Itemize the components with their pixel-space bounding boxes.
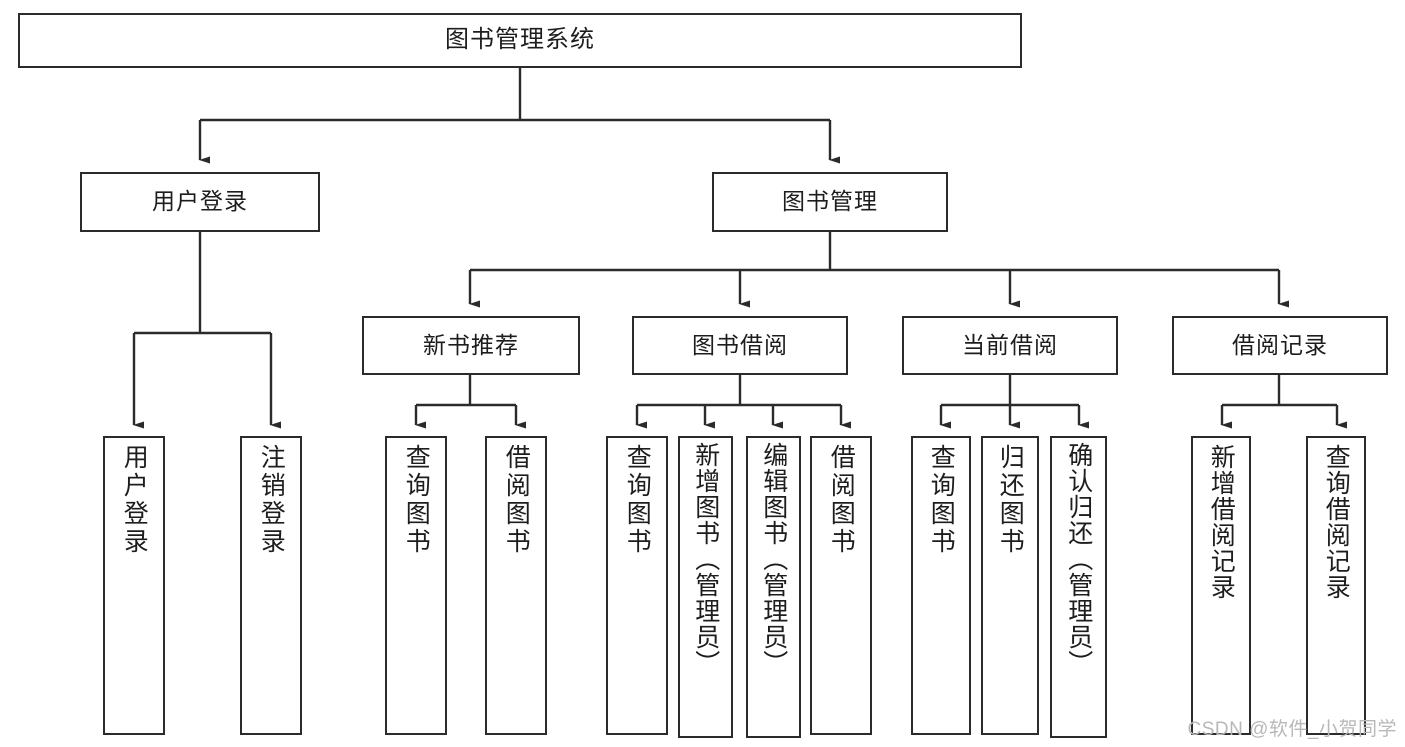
leaf-new-book-query[interactable]: 查询图书 — [385, 436, 447, 735]
leaf-record-add[interactable]: 新增借阅记录 — [1191, 436, 1251, 735]
leaf-label: 确认归还（管理员） — [1064, 442, 1093, 676]
leaf-current-return-book[interactable]: 归还图书 — [981, 436, 1039, 735]
leaf-label: 编辑图书（管理员） — [759, 442, 788, 676]
node-book-borrow[interactable]: 图书借阅 — [632, 316, 848, 375]
node-root-system[interactable]: 图书管理系统 — [18, 13, 1022, 68]
leaf-borrow-query[interactable]: 查询图书 — [606, 436, 668, 735]
node-book-management[interactable]: 图书管理 — [712, 172, 948, 232]
leaf-label: 借阅图书 — [827, 444, 856, 556]
leaf-user-login-login[interactable]: 用户登录 — [103, 436, 165, 735]
leaf-record-query[interactable]: 查询借阅记录 — [1306, 436, 1366, 735]
leaf-new-book-borrow[interactable]: 借阅图书 — [485, 436, 547, 735]
node-new-book-recommend[interactable]: 新书推荐 — [362, 316, 580, 375]
leaf-borrow-borrow-book[interactable]: 借阅图书 — [810, 436, 872, 735]
leaf-current-confirm-return-admin[interactable]: 确认归还（管理员） — [1050, 436, 1107, 738]
node-current-borrow[interactable]: 当前借阅 — [902, 316, 1118, 375]
leaf-borrow-add-book-admin[interactable]: 新增图书（管理员） — [678, 436, 733, 738]
leaf-label: 查询图书 — [402, 444, 431, 556]
leaf-label: 新增图书（管理员） — [691, 442, 720, 676]
leaf-label: 注销登录 — [257, 444, 286, 556]
leaf-borrow-edit-book-admin[interactable]: 编辑图书（管理员） — [746, 436, 801, 738]
leaf-label: 新增借阅记录 — [1207, 444, 1236, 600]
node-borrow-record[interactable]: 借阅记录 — [1172, 316, 1388, 375]
leaf-label: 查询借阅记录 — [1322, 444, 1351, 600]
node-user-login[interactable]: 用户登录 — [80, 172, 320, 232]
csdn-watermark: CSDN @软件_小贺同学 — [1187, 719, 1397, 740]
leaf-user-login-logout[interactable]: 注销登录 — [240, 436, 302, 735]
leaf-label: 用户登录 — [120, 444, 149, 556]
leaf-label: 查询图书 — [623, 444, 652, 556]
leaf-current-query[interactable]: 查询图书 — [911, 436, 971, 735]
leaf-label: 查询图书 — [927, 444, 956, 556]
leaf-label: 借阅图书 — [502, 444, 531, 556]
leaf-label: 归还图书 — [996, 444, 1025, 556]
